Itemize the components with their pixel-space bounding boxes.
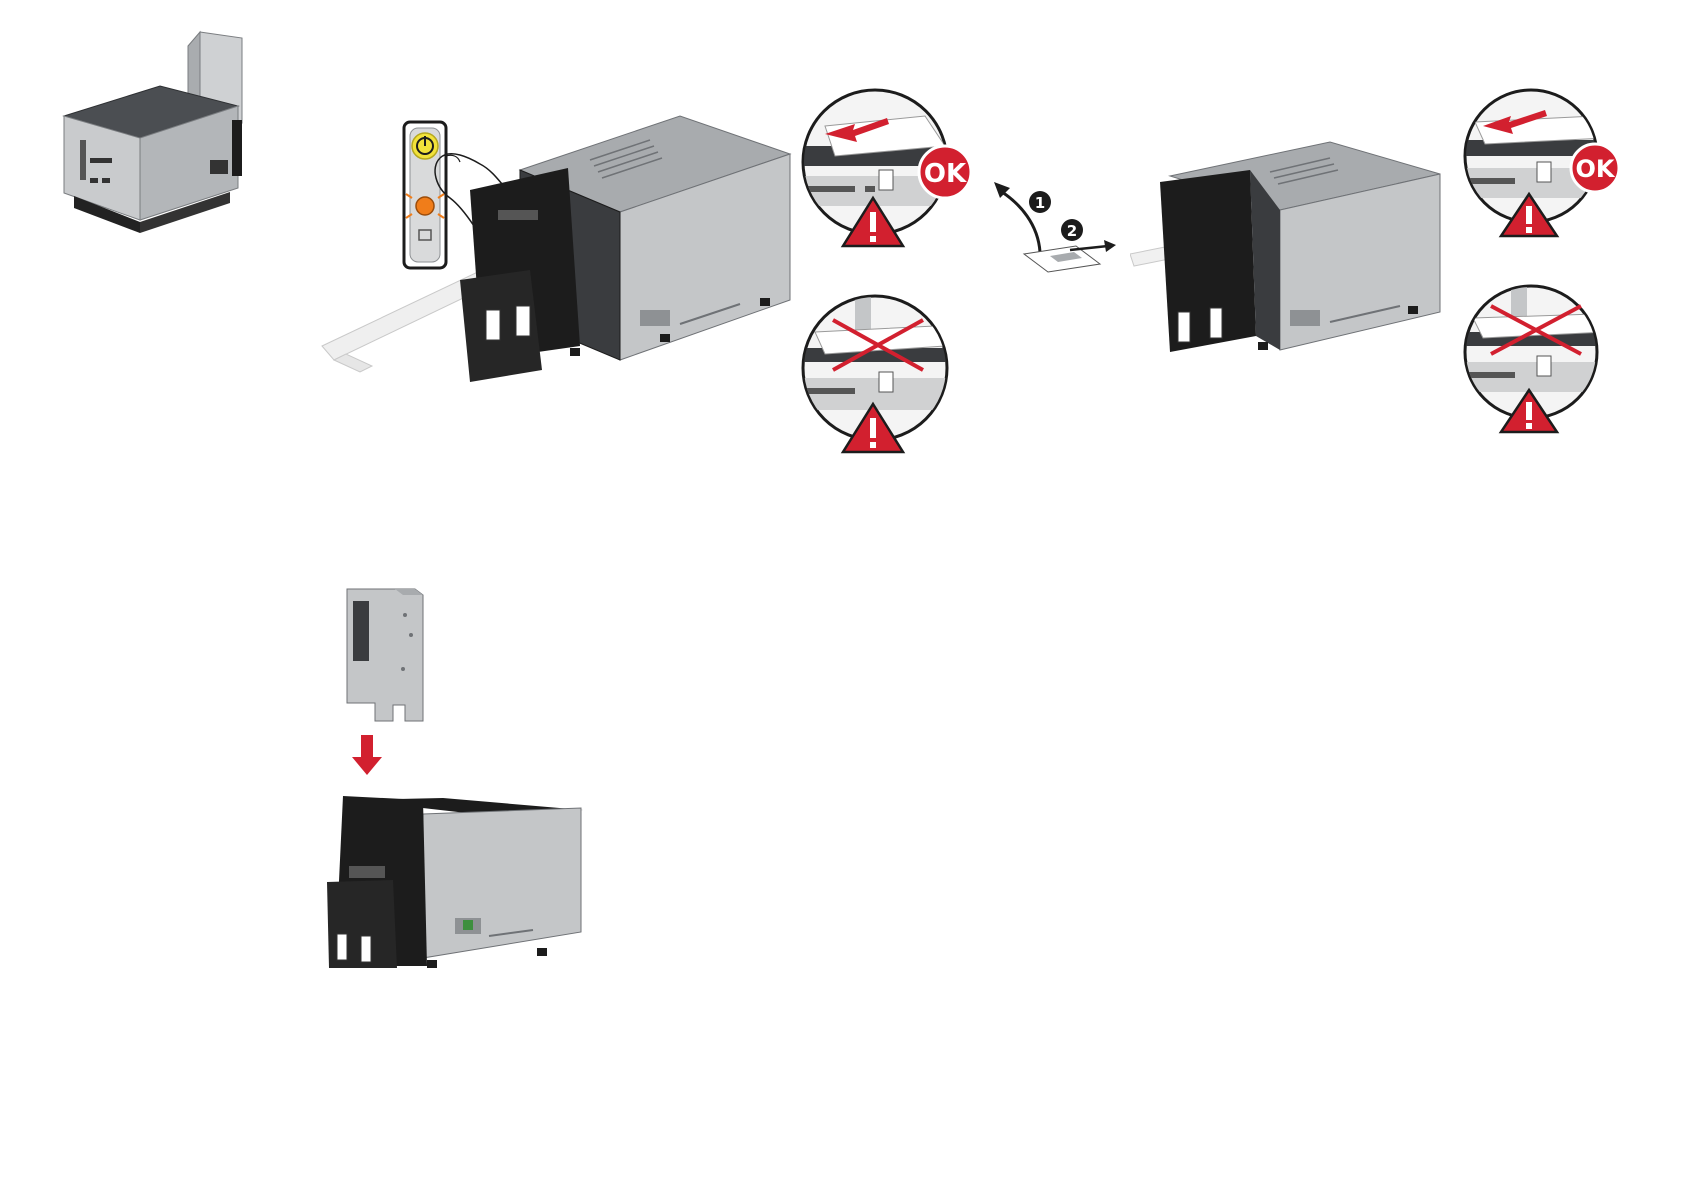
step-1-label: 1 [1035, 194, 1045, 212]
zoom-incorrect-card-figure [1455, 282, 1635, 442]
zoom-correct-feeding-figure: OK [795, 86, 975, 256]
printer-cleaning-card-figure [320, 110, 800, 400]
curved-arrow-icon [994, 182, 1040, 252]
ok-badge-label: OK [924, 159, 967, 189]
ok-badge-label-2: OK [1576, 155, 1616, 183]
card-insertion-steps-figure: 1 2 [990, 174, 1130, 284]
step-2-label: 2 [1067, 222, 1077, 240]
ok-badge-icon: OK [919, 146, 971, 198]
zoom-incorrect-feeding-figure [795, 292, 975, 462]
zoom-correct-card-figure: OK [1455, 86, 1635, 246]
printer-hopper-install-figure [323, 790, 593, 980]
arrow-down-icon [352, 735, 382, 777]
printer-card-feeder-figure [1130, 136, 1450, 376]
ok-badge-icon: OK [1571, 144, 1619, 192]
printer-overview-figure [60, 28, 280, 258]
hopper-part-figure [345, 585, 430, 725]
